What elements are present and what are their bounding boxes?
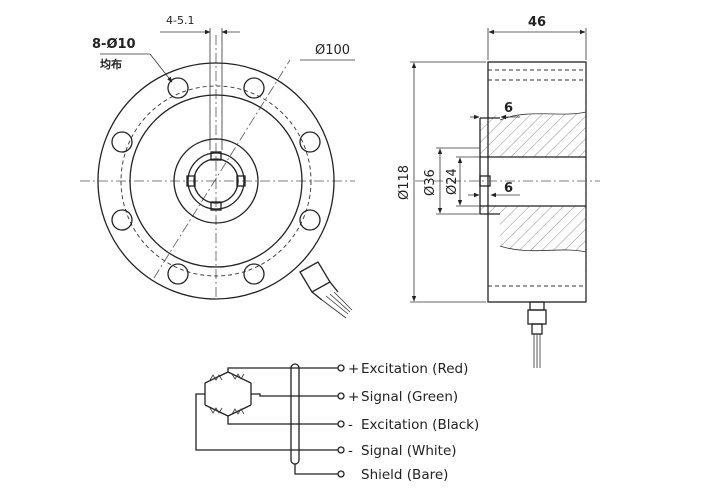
wiring-diagram: + Excitation (Red) + Signal (Green) - Ex… [195, 361, 479, 483]
hub-outer-circle [173, 138, 259, 224]
dia36-label: Ø36 [423, 169, 438, 196]
wire-label-4: Signal (White) [361, 443, 457, 459]
step-top-label: 6 [504, 101, 513, 116]
step-bottom-label: 6 [504, 181, 513, 196]
front-cable-gland [299, 261, 353, 319]
wire-excitation-minus [227, 416, 338, 425]
slot-dim-label: 4-5.1 [166, 14, 194, 27]
terminal [337, 446, 345, 454]
dia24-label: Ø24 [445, 168, 460, 195]
resistor-zigzag-bottom [209, 407, 245, 415]
dia118-label: Ø118 [397, 165, 412, 200]
bolt-hole [111, 131, 133, 153]
terminal [337, 364, 345, 372]
lower-break-line [499, 245, 587, 253]
bolt-hole [299, 209, 321, 231]
key-slot-top [210, 151, 222, 161]
bolt-pitch-circle [120, 85, 312, 277]
wire-polarity-3: - [348, 417, 353, 433]
terminal [337, 392, 345, 400]
wire-signal-minus [195, 393, 338, 451]
wire-shield [294, 464, 338, 475]
side-body-outline [487, 61, 587, 303]
width-dim-label: 46 [528, 15, 546, 30]
wire-polarity-2: + [348, 389, 359, 405]
front-diagonal-centerline [153, 59, 291, 279]
hub-ring-circle [187, 152, 245, 210]
body-circle [129, 94, 303, 268]
front-view: 4-5.1 8-Ø10 均布 Ø100 [80, 14, 355, 319]
bore-circle [193, 158, 239, 204]
hole-note-label: 均布 [100, 57, 122, 71]
outer-dia-label: Ø100 [315, 43, 350, 58]
hole-spec-leader [149, 53, 173, 83]
hole-spec-label: 8-Ø10 [92, 37, 136, 52]
bolt-hole [167, 263, 189, 285]
wire-excitation-plus [227, 367, 338, 372]
bolt-hole [111, 209, 133, 231]
side-view: 46 Ø118 Ø36 Ø24 6 6 [397, 15, 600, 368]
wire-polarity-1: + [348, 361, 359, 377]
terminal [337, 420, 345, 428]
flange-outer-circle [97, 62, 335, 300]
key-slot-left [186, 175, 196, 187]
bolt-hole [243, 263, 265, 285]
bolt-hole [167, 77, 189, 99]
wire-label-2: Signal (Green) [361, 389, 458, 405]
bolt-hole [243, 77, 265, 99]
key-slot-bottom [210, 201, 222, 211]
terminal [337, 470, 345, 478]
resistor-zigzag-top [209, 373, 245, 381]
wire-label-1: Excitation (Red) [361, 361, 468, 377]
shield-sleeve [290, 363, 300, 465]
lower-section-hatch [480, 206, 586, 252]
wire-polarity-4: - [348, 443, 353, 459]
wire-label-5: Shield (Bare) [361, 467, 448, 483]
side-cable-gland [527, 301, 547, 368]
upper-section-hatch [480, 112, 586, 157]
bolt-hole [299, 131, 321, 153]
wire-label-3: Excitation (Black) [361, 417, 479, 433]
key-slot-right [236, 175, 246, 187]
wire-signal-plus [251, 393, 338, 397]
